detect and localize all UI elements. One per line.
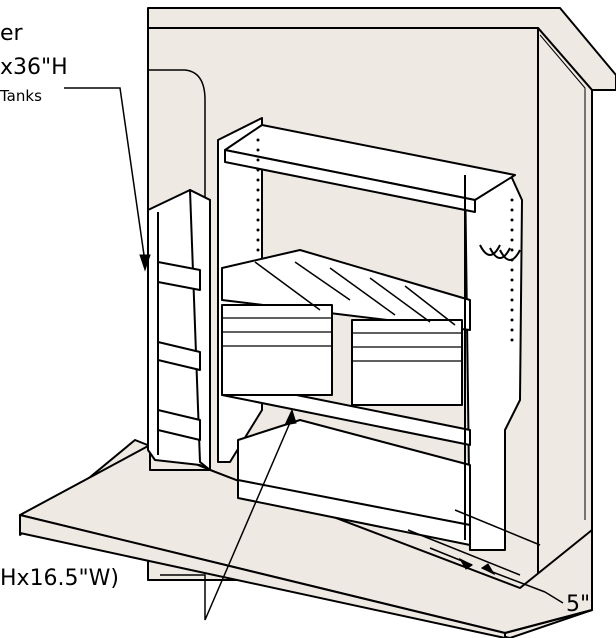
drawer-rows [222, 317, 462, 362]
left-tall-unit [147, 189, 211, 471]
floor [19, 439, 593, 638]
label-top-line3: Tanks [0, 87, 42, 105]
tray-dividers [254, 261, 456, 326]
main-shelf-unit [217, 117, 523, 551]
label-bottom-left: Hx16.5"W) [0, 566, 119, 591]
label-top-line2: x36"H [0, 55, 68, 80]
dimension-label: 5" [566, 592, 590, 617]
arrowheads [139, 254, 496, 576]
hooks [479, 244, 521, 261]
label-top-line1: er [0, 21, 24, 46]
